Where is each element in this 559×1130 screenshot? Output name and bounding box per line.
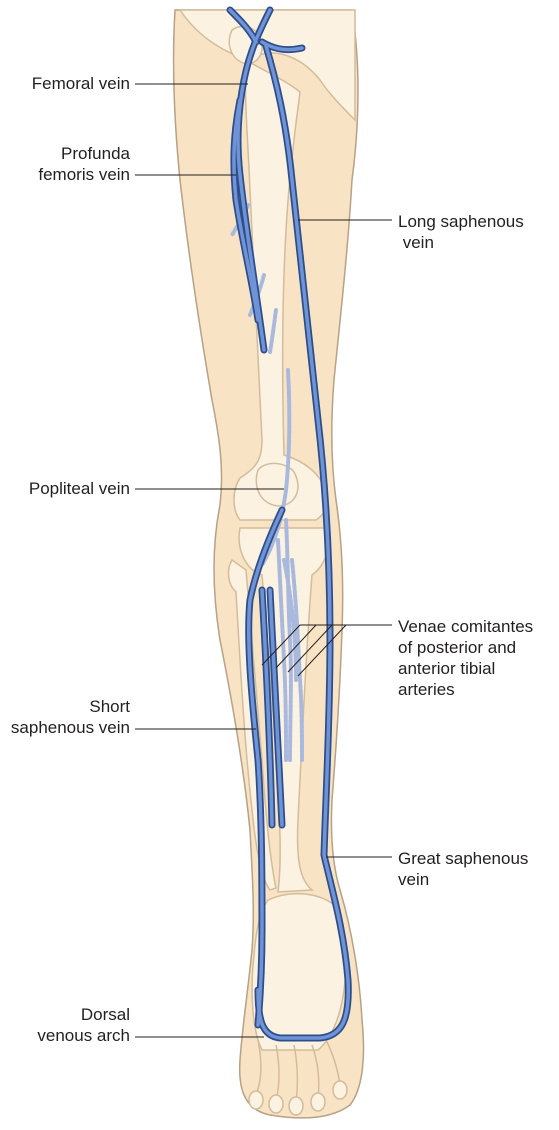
leader-line-venae-comitantes [287,624,333,673]
toe-bone [248,1090,264,1110]
leader-line-venae-comitantes [275,624,317,669]
toe-bone [332,1080,348,1100]
toe-bone [288,1096,304,1116]
superficial-veins [226,6,352,1042]
label-great-saphenous-vein: Great saphenous vein [398,849,529,889]
label-venae-comitantes: Venae comitantes of posterior and anteri… [398,617,534,699]
popliteal-vein-deep [260,368,292,567]
venae-comitantes-vessel [284,518,293,762]
venae-comitantes-vessel [290,558,304,762]
tarsal-bones [251,892,347,1051]
leader-line-venae-comitantes [297,624,347,677]
label-dorsal-venous-arch: Dorsal venous arch [37,1005,130,1045]
toe-bone [310,1092,326,1112]
venae-comitantes-vessel [282,558,298,682]
label-popliteal-vein: Popliteal vein [28,479,130,498]
label-long-saphenous-vein: Long saphenous vein [398,212,524,252]
pelvis-bone [178,9,356,122]
toe-bone [268,1094,284,1114]
leader-lines [135,83,392,1038]
metatarsal-bones [255,1039,341,1103]
label-femoral-vein: Femoral vein [31,74,130,93]
label-short-saphenous-vein: Short saphenous vein [10,697,130,737]
leader-line-venae-comitantes [261,624,392,666]
label-profunda-femoris-vein: Profunda femoris vein [38,144,130,184]
perforating-vein [268,308,278,354]
